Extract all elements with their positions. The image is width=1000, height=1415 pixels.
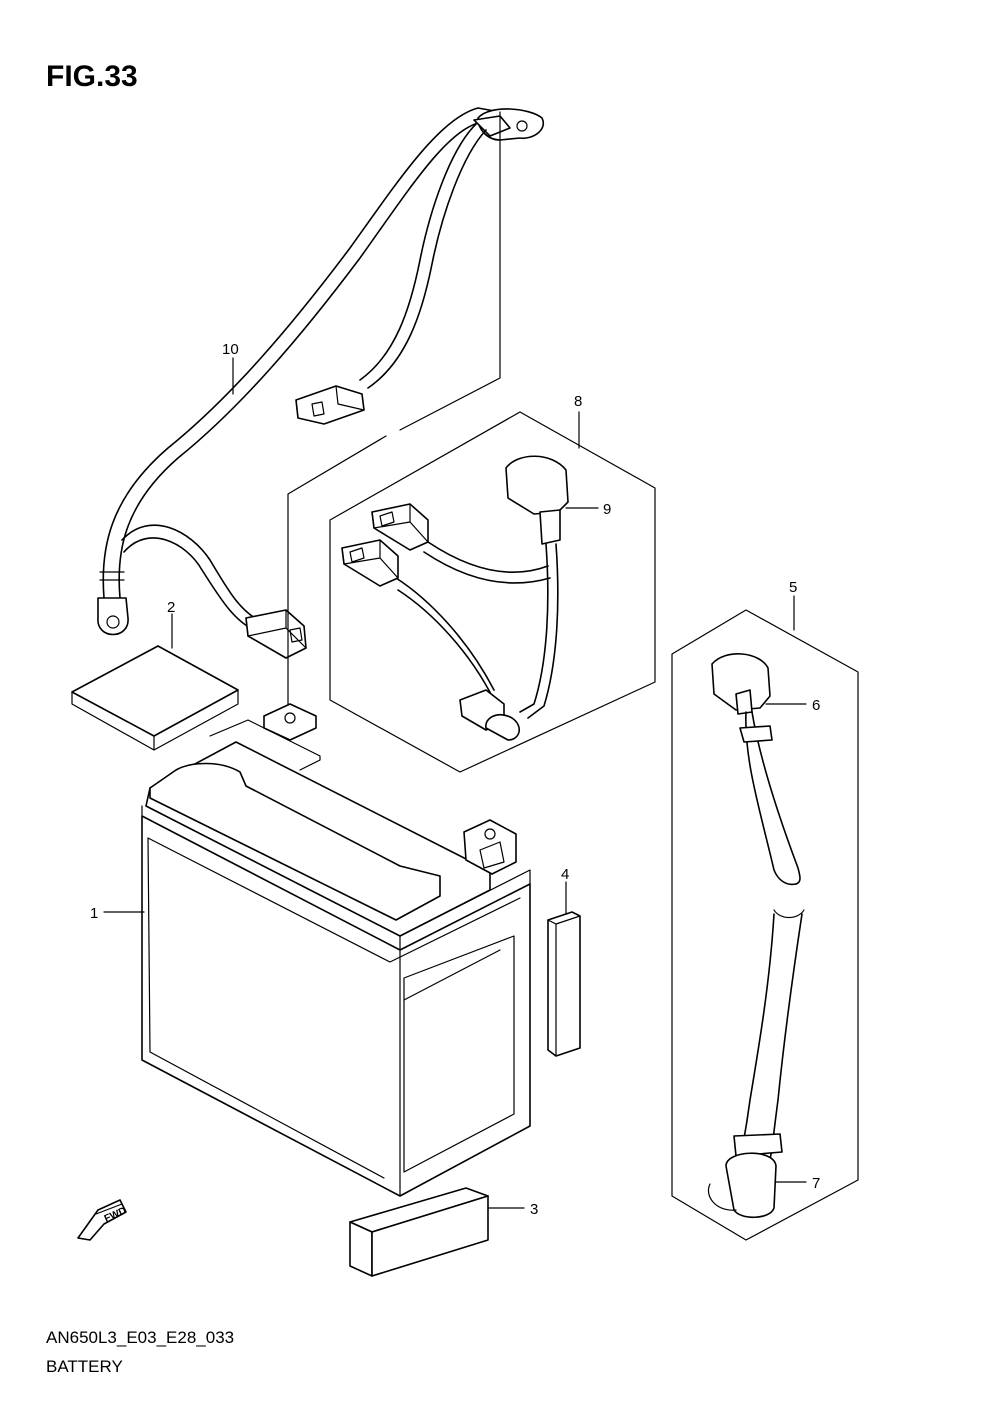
- assembly-guide-lines: [287, 111, 501, 719]
- callout-3: 3: [530, 1201, 538, 1218]
- callout-9: 9: [603, 501, 611, 518]
- callout-7: 7: [812, 1175, 820, 1192]
- callout-5: 5: [789, 579, 797, 596]
- figure-name: BATTERY: [46, 1357, 123, 1376]
- callout-2: 2: [167, 599, 175, 616]
- cable-set-part-5: [671, 595, 859, 1241]
- cable-harness-part-10: [97, 107, 545, 659]
- callout-4: 4: [561, 866, 569, 883]
- callout-10: 10: [222, 341, 239, 358]
- spacer-part-3: [349, 1187, 525, 1277]
- callout-8: 8: [574, 393, 582, 410]
- figure-code: AN650L3_E03_E28_033: [46, 1328, 235, 1347]
- callout-6: 6: [812, 697, 820, 714]
- cable-set-part-8: [329, 411, 656, 773]
- figure-title: FIG.33: [46, 60, 138, 93]
- label-part-4: [547, 881, 581, 1057]
- pad-part-2: [71, 613, 239, 751]
- forward-arrow-icon: FWD: [77, 1199, 128, 1241]
- battery-part-1: [103, 703, 531, 1197]
- callout-1: 1: [90, 905, 98, 922]
